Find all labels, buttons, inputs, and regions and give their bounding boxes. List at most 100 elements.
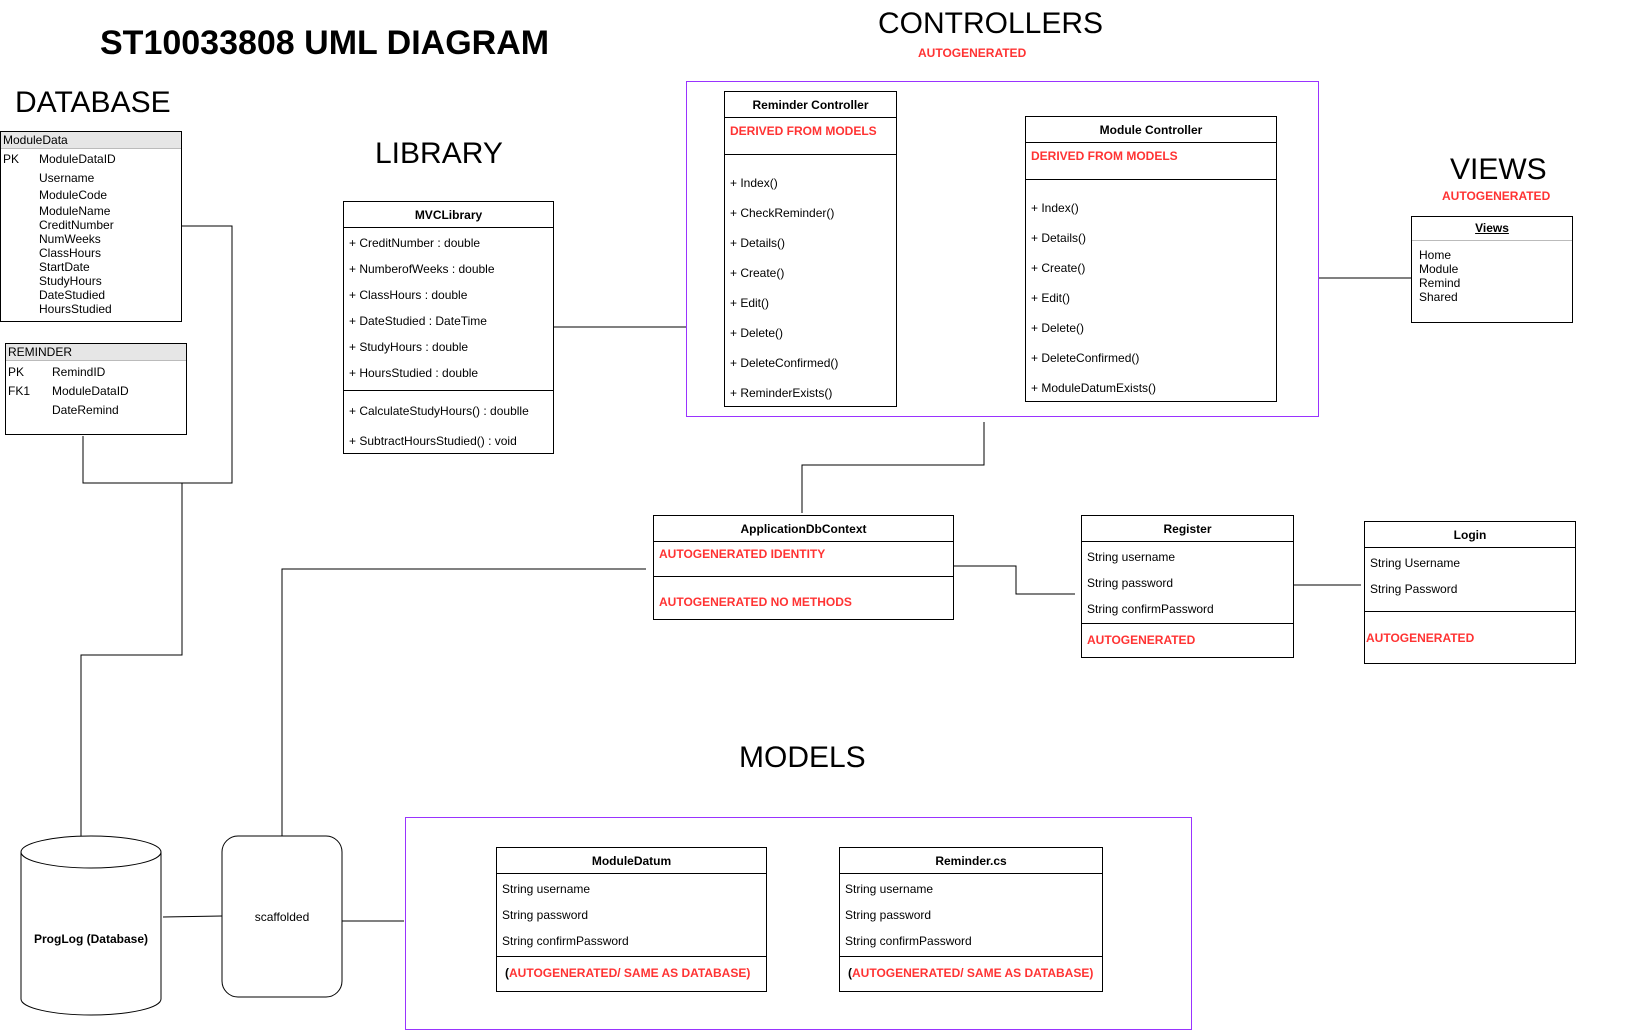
connector-reminder-to-db: [82, 436, 182, 484]
register-class: Register String username String password…: [1081, 515, 1294, 658]
views-class: Views Home Module Remind Shared: [1411, 216, 1573, 323]
list-item: Shared: [1419, 290, 1458, 304]
section-controllers: CONTROLLERS: [878, 7, 1104, 40]
list-item: + DeleteConfirmed(): [730, 356, 839, 370]
table-row: ModuleCode: [39, 188, 108, 202]
mvclibrary-class: MVCLibrary + CreditNumber : double + Num…: [343, 201, 554, 454]
register-note: AUTOGENERATED: [1087, 633, 1196, 647]
reminder-cs-methods: (AUTOGENERATED/ SAME AS DATABASE): [840, 957, 1102, 985]
connector-db-to-scaffolded: [162, 915, 223, 918]
list-item: + Index(): [1031, 201, 1079, 215]
moduledatum-note-prefix: (: [505, 966, 509, 980]
register-methods: AUTOGENERATED: [1082, 624, 1293, 653]
list-item: String confirmPassword: [1087, 602, 1214, 616]
list-item: + StudyHours : double: [349, 340, 469, 354]
list-item: + Edit(): [730, 296, 770, 310]
table-row: Username: [39, 171, 95, 185]
list-item: Home: [1419, 248, 1452, 262]
moduledata-table-name: ModuleData: [1, 132, 181, 149]
moduledatum-name: ModuleDatum: [497, 848, 766, 874]
moduledatum-note: AUTOGENERATED/ SAME AS DATABASE): [509, 966, 751, 980]
reminder-cs-name: Reminder.cs: [840, 848, 1102, 874]
register-attributes: String username String password String c…: [1082, 542, 1293, 624]
reminder-cs-class: Reminder.cs String username String passw…: [839, 847, 1103, 992]
module-controller-class: Module Controller DERIVED FROM MODELS + …: [1025, 116, 1277, 402]
reminder-cs-note: AUTOGENERATED/ SAME AS DATABASE): [852, 966, 1094, 980]
table-row: NumWeeks: [39, 232, 101, 246]
mvclibrary-class-name: MVCLibrary: [344, 202, 553, 228]
reminder-controller-class: Reminder Controller DERIVED FROM MODELS …: [724, 91, 897, 407]
views-class-name: Views: [1412, 217, 1572, 241]
views-note: AUTOGENERATED: [1442, 189, 1551, 203]
login-attributes: String Username String Password: [1365, 548, 1575, 612]
module-controller-methods: + Index() + Details() + Create() + Edit(…: [1026, 180, 1276, 403]
list-item: + SubtractHoursStudied() : void: [349, 434, 517, 448]
scaffolded-node-shape: [221, 835, 343, 998]
applicationdbcontext-methods: AUTOGENERATED NO METHODS: [654, 577, 953, 615]
reminder-controller-name: Reminder Controller: [725, 92, 896, 118]
list-item: String username: [1087, 550, 1176, 564]
connector-dbcontext-to-register: [953, 565, 1075, 595]
applicationdbcontext-attributes: AUTOGENERATED IDENTITY: [654, 542, 953, 577]
table-row: HoursStudied: [39, 302, 112, 316]
login-name: Login: [1365, 522, 1575, 548]
list-item: + CreditNumber : double: [349, 236, 481, 250]
list-item: + Create(): [730, 266, 785, 280]
moduledatum-attributes: String username String password String c…: [497, 874, 766, 957]
reminder-cs-attributes: String username String password String c…: [840, 874, 1102, 957]
list-item: String Username: [1370, 556, 1461, 570]
list-item: String confirmPassword: [502, 934, 629, 948]
list-item: + NumberofWeeks : double: [349, 262, 495, 276]
list-item: String username: [845, 882, 934, 896]
reminder-controller-attributes: DERIVED FROM MODELS: [725, 118, 896, 155]
moduledatum-methods: (AUTOGENERATED/ SAME AS DATABASE): [497, 957, 766, 985]
list-item: + Details(): [1031, 231, 1087, 245]
login-methods: AUTOGENERATED: [1365, 612, 1575, 650]
list-item: String password: [1087, 576, 1174, 590]
list-item: + HoursStudied : double: [349, 366, 479, 380]
login-class: Login String Username String Password AU…: [1364, 521, 1576, 664]
mvclibrary-attributes: + CreditNumber : double + NumberofWeeks …: [344, 228, 553, 391]
module-controller-attributes: DERIVED FROM MODELS: [1026, 143, 1276, 180]
table-row: ClassHours: [39, 246, 102, 260]
list-item: String password: [845, 908, 932, 922]
list-item: + Edit(): [1031, 291, 1071, 305]
reminder-cs-note-prefix: (: [848, 966, 852, 980]
list-item: + DeleteConfirmed(): [1031, 351, 1140, 365]
list-item: String Password: [1370, 582, 1458, 596]
list-item: + ClassHours : double: [349, 288, 468, 302]
list-item: + Delete(): [730, 326, 784, 340]
module-controller-name: Module Controller: [1026, 117, 1276, 143]
controllers-note: AUTOGENERATED: [918, 46, 1027, 60]
list-item: Remind: [1419, 276, 1461, 290]
applicationdbcontext-methods-note: AUTOGENERATED NO METHODS: [659, 595, 852, 609]
section-views: VIEWS: [1450, 153, 1547, 186]
login-note: AUTOGENERATED: [1366, 631, 1475, 645]
list-item: + CheckReminder(): [730, 206, 835, 220]
database-node-label: ProgLog (Database): [33, 932, 148, 946]
reminder-controller-methods: + Index() + CheckReminder() + Details() …: [725, 155, 896, 408]
list-item: + DateStudied : DateTime: [349, 314, 487, 328]
applicationdbcontext-name: ApplicationDbContext: [654, 516, 953, 542]
list-item: Module: [1419, 262, 1459, 276]
diagram-title: ST10033808 UML DIAGRAM: [100, 24, 550, 62]
reminder-table-name: REMINDER: [6, 344, 186, 361]
table-row: DateStudied: [39, 288, 106, 302]
list-item: + Index(): [730, 176, 778, 190]
section-database: DATABASE: [15, 86, 171, 119]
list-item: String confirmPassword: [845, 934, 972, 948]
list-item: + CalculateStudyHours() : doublle: [349, 404, 529, 418]
list-item: + Details(): [730, 236, 786, 250]
connector-controllers-to-dbcontext: [801, 422, 985, 513]
controllers-group: [686, 81, 1319, 417]
reminder-controller-note: DERIVED FROM MODELS: [730, 124, 877, 138]
table-row: StartDate: [39, 260, 90, 274]
list-item: + Delete(): [1031, 321, 1085, 335]
